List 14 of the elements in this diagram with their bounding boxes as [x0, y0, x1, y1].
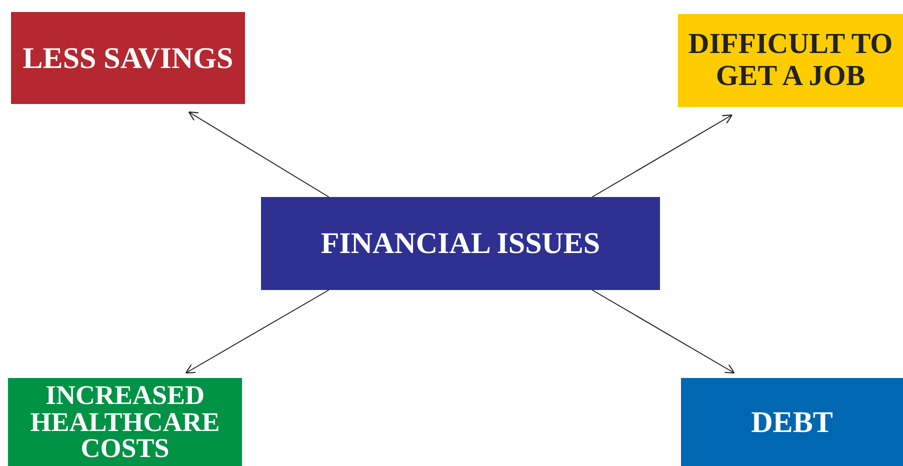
box-label: DIFFICULT TO GET A JOB [687, 28, 894, 92]
arrow [188, 111, 330, 198]
arrow [592, 114, 733, 198]
arrow [185, 290, 330, 374]
box-label: FINANCIAL ISSUES [320, 227, 600, 260]
box-label: INCREASED HEALTHCARE COSTS [29, 382, 221, 462]
box-label: DEBT [751, 406, 833, 438]
box-label: LESS SAVINGS [22, 42, 234, 74]
arrow [592, 290, 735, 374]
label-box [678, 14, 903, 107]
label-box [8, 378, 242, 466]
label-box [11, 12, 245, 104]
label-box [261, 197, 660, 290]
label-box [681, 378, 903, 466]
